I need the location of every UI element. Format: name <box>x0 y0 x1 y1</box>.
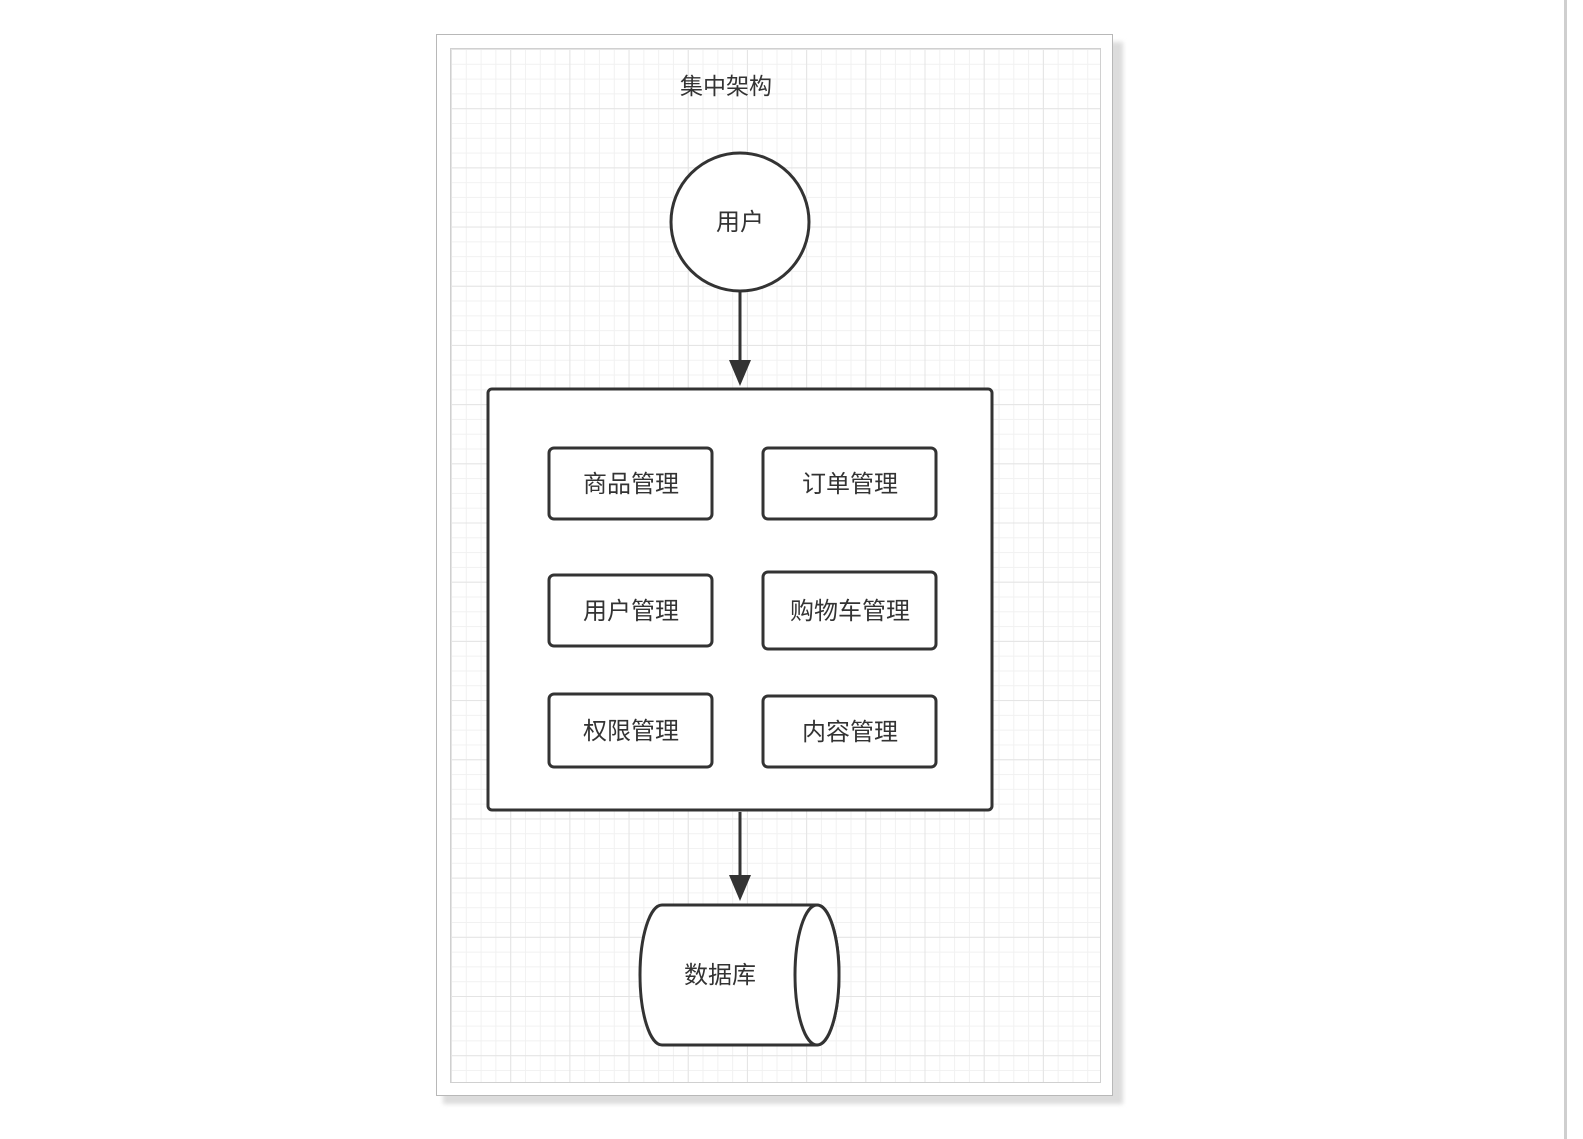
module-permission-management[interactable]: 权限管理 <box>547 692 714 769</box>
database-node[interactable]: 数据库 <box>638 903 841 1047</box>
diagram-title: 集中架构 <box>680 74 772 100</box>
module-box <box>761 446 938 521</box>
module-box <box>547 692 714 769</box>
module-label: 购物车管理 <box>790 597 910 625</box>
user-circle <box>669 151 811 293</box>
module-box <box>761 694 938 769</box>
module-box <box>761 570 938 651</box>
module-user-management[interactable]: 用户管理 <box>547 573 714 648</box>
database-cylinder-end <box>793 903 841 1047</box>
edge-system-to-database-arrowhead <box>729 875 751 901</box>
module-label: 用户管理 <box>583 597 679 625</box>
module-order-management[interactable]: 订单管理 <box>761 446 938 521</box>
window-edge-scrollbar[interactable] <box>1564 0 1567 1139</box>
database-node-label: 数据库 <box>684 961 756 989</box>
module-box <box>547 446 714 521</box>
module-box <box>547 573 714 648</box>
module-cart-management[interactable]: 购物车管理 <box>761 570 938 651</box>
edge-user-to-system[interactable] <box>729 292 751 386</box>
user-node[interactable]: 用户 <box>669 151 811 293</box>
user-node-label: 用户 <box>716 208 764 236</box>
module-label: 内容管理 <box>802 718 898 746</box>
module-label: 权限管理 <box>583 717 679 745</box>
edge-user-to-system-arrowhead <box>729 360 751 386</box>
module-product-management[interactable]: 商品管理 <box>547 446 714 521</box>
module-content-management[interactable]: 内容管理 <box>761 694 938 769</box>
module-label: 商品管理 <box>583 470 679 498</box>
edge-system-to-database[interactable] <box>729 812 751 901</box>
module-label: 订单管理 <box>802 470 898 498</box>
